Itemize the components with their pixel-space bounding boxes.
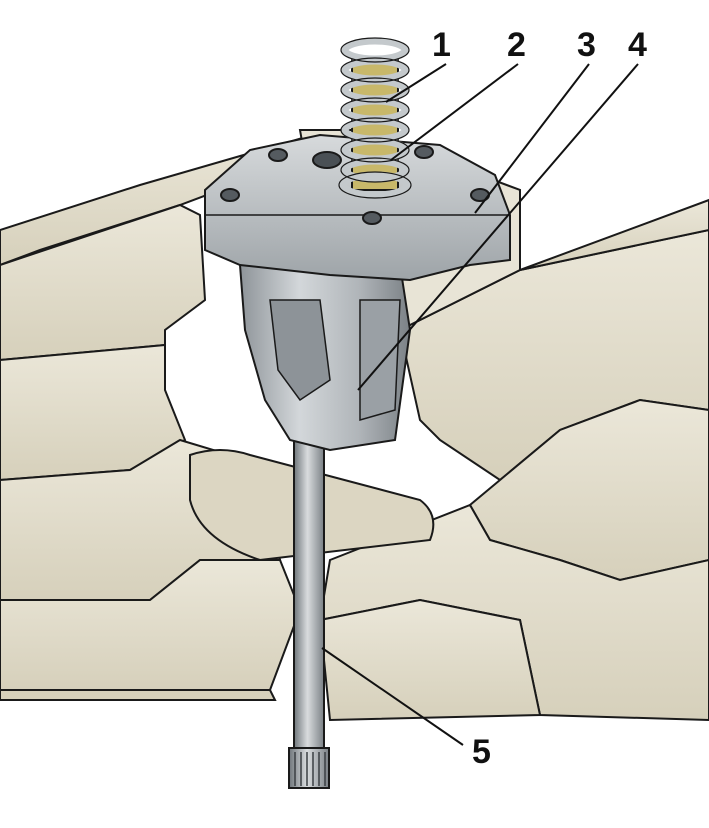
- pump-shaft: [288, 419, 330, 789]
- engine-block: [0, 129, 709, 722]
- leader-line-4: [357, 63, 639, 391]
- callout-label-4: 4: [628, 26, 647, 64]
- spring-coils: [338, 37, 412, 199]
- pump-flange: [204, 133, 511, 282]
- leader-line-1: [385, 63, 447, 103]
- pump-housing: [238, 264, 412, 452]
- leader-line-2: [390, 63, 519, 161]
- leader-lines: [321, 63, 639, 746]
- callout-label-5: 5: [472, 733, 491, 771]
- leader-line-5: [321, 647, 464, 746]
- callout-label-3: 3: [577, 26, 596, 64]
- leader-line-3: [474, 63, 590, 214]
- callout-label-2: 2: [507, 26, 526, 64]
- callout-label-1: 1: [432, 26, 451, 64]
